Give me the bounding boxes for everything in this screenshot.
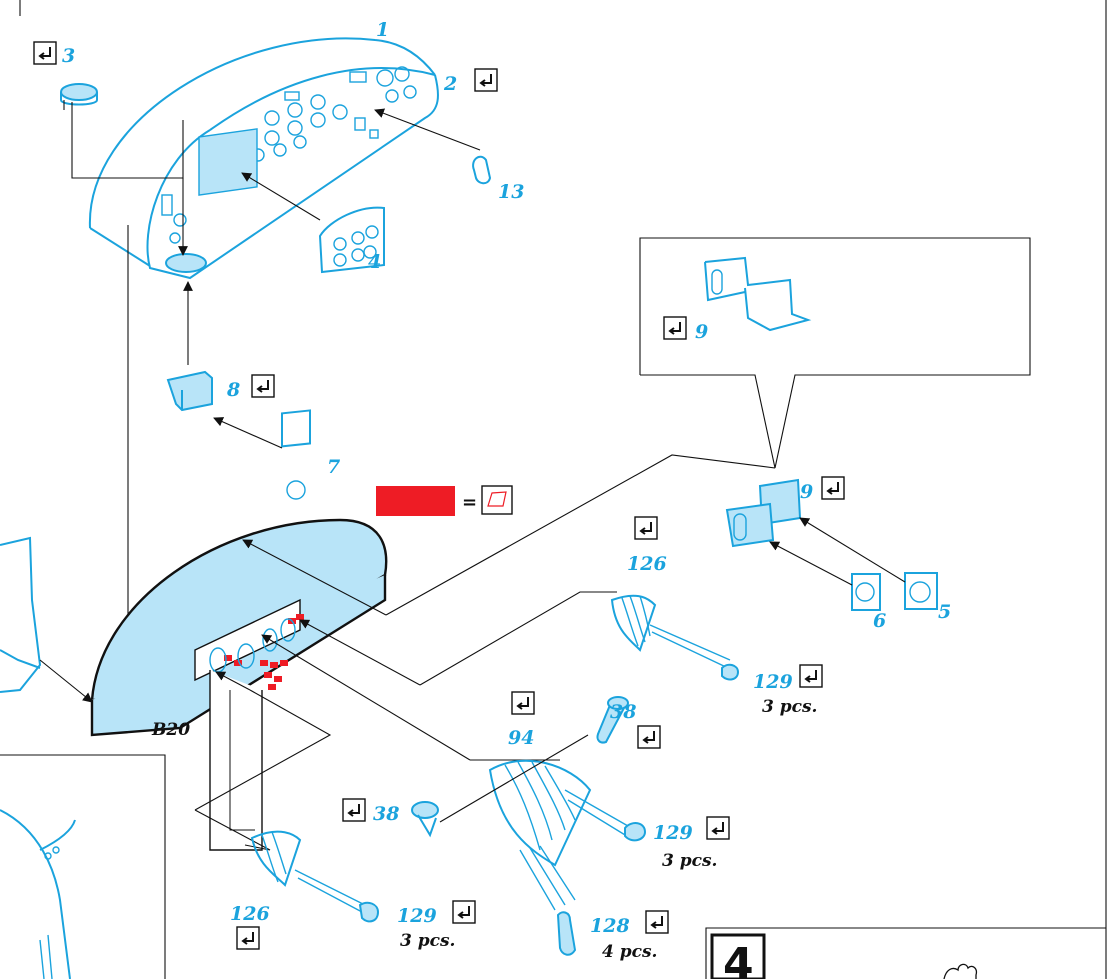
part-number-38-left: 38 xyxy=(373,803,399,825)
part-number-5: 5 xyxy=(938,601,951,623)
lever-part-38-top xyxy=(596,696,629,744)
quantity-128: 4 pcs. xyxy=(602,942,657,962)
part-number-9: 9 xyxy=(800,481,813,503)
part-number-2: 2 xyxy=(443,73,457,95)
decal-icon xyxy=(481,485,513,515)
part-number-1: 1 xyxy=(376,19,389,41)
quantity-129-b: 3 pcs. xyxy=(662,851,717,871)
part-number-3: 3 xyxy=(62,45,75,67)
bracket-part-8 xyxy=(166,370,213,412)
bend-icon xyxy=(474,68,498,92)
part-number-13: 13 xyxy=(498,181,524,203)
bend-icon xyxy=(663,316,687,340)
subassembly-label: B20 xyxy=(151,720,190,740)
quantity-129-c: 3 pcs. xyxy=(400,931,455,951)
bend-icon xyxy=(236,926,260,950)
part-number-129-b: 129 xyxy=(653,822,693,844)
inset-detail-part-9 xyxy=(639,237,1031,469)
legend-equals: = xyxy=(462,492,477,513)
part-number-126-left: 126 xyxy=(230,903,270,925)
bend-icon xyxy=(645,910,669,934)
dashboard-assembly-b20 xyxy=(90,518,388,851)
part-number-129-a: 129 xyxy=(753,671,793,693)
bezel-part-6 xyxy=(851,573,881,611)
bracket-part-9 xyxy=(725,478,802,548)
part-number-8: 8 xyxy=(226,379,240,401)
bend-icon xyxy=(342,798,366,822)
lever-group-part-126-right xyxy=(610,594,740,681)
bend-icon xyxy=(251,374,275,398)
hand-icon xyxy=(943,963,978,979)
lever-group-part-94 xyxy=(488,759,647,956)
instrument-panel-part-1 xyxy=(88,37,439,280)
lever-part-13 xyxy=(472,155,492,185)
part-number-94: 94 xyxy=(508,727,534,749)
part-number-129-c: 129 xyxy=(397,905,437,927)
knob-part-3 xyxy=(60,83,98,106)
part-number-128: 128 xyxy=(590,915,630,937)
paint-swatch-icon xyxy=(376,486,455,516)
bezel-part-5 xyxy=(904,572,938,610)
bezel-part-7 xyxy=(281,409,311,500)
gauge-plate-part-4 xyxy=(318,206,385,274)
part-number-4: 4 xyxy=(368,251,381,273)
part-number-38-top: 38 xyxy=(610,701,636,723)
part-number-9-inset: 9 xyxy=(695,321,708,343)
seat-frame-fragment xyxy=(0,536,42,693)
bend-icon xyxy=(511,691,535,715)
quantity-129-a: 3 pcs. xyxy=(762,697,817,717)
part-number-126-right: 126 xyxy=(627,553,667,575)
step-number-box xyxy=(710,933,766,979)
step-number: 4 xyxy=(723,939,754,979)
bend-icon xyxy=(634,516,658,540)
bend-icon xyxy=(821,476,845,500)
inset-detail-lower-left xyxy=(0,754,166,979)
lever-part-38-left xyxy=(411,801,439,838)
bend-icon xyxy=(452,900,476,924)
lever-group-part-126-left xyxy=(250,830,380,923)
part-number-7: 7 xyxy=(327,456,340,478)
part-number-6: 6 xyxy=(873,610,886,632)
bend-icon xyxy=(706,816,730,840)
bend-icon xyxy=(33,41,57,65)
bend-icon xyxy=(637,725,661,749)
bend-icon xyxy=(799,664,823,688)
